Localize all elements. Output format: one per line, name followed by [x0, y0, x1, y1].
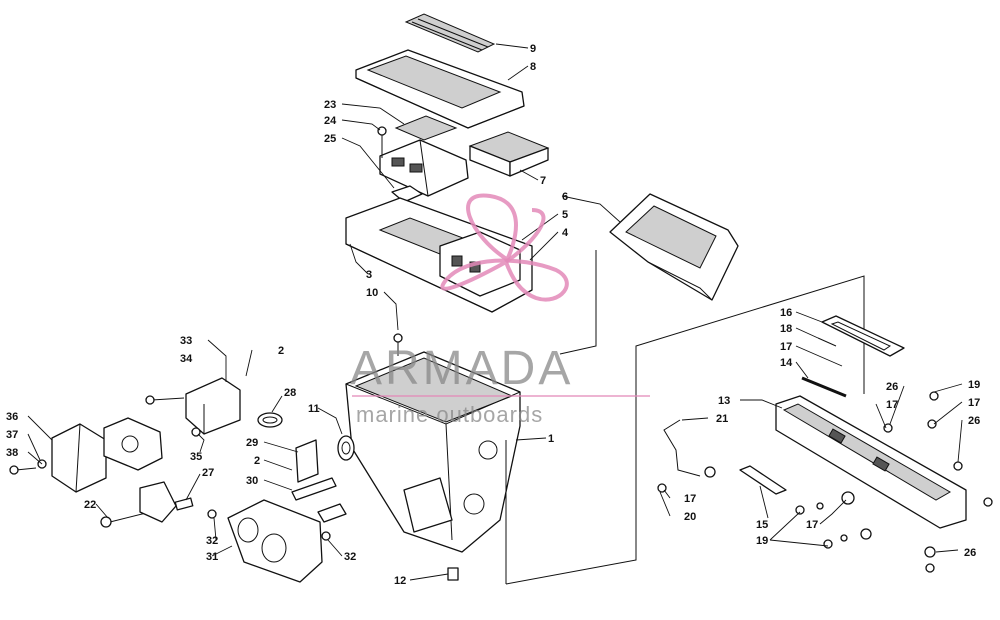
callout-26-top: 26 — [886, 381, 898, 393]
callout-labels: 9 8 23 24 25 7 6 5 4 3 10 33 34 2 28 11 … — [6, 43, 980, 587]
callout-32-right: 32 — [344, 551, 356, 563]
callout-14: 14 — [780, 357, 793, 369]
callout-34: 34 — [180, 353, 193, 365]
washer-assembly — [657, 391, 993, 573]
part-13-bracket-rail — [775, 395, 967, 529]
part-31-intake-housing — [227, 499, 323, 583]
callout-25: 25 — [324, 133, 336, 145]
part-15-bracket — [739, 465, 787, 495]
callout-2-lower: 2 — [254, 455, 260, 467]
callout-3: 3 — [366, 269, 372, 281]
callout-18: 18 — [780, 323, 792, 335]
callout-9: 9 — [530, 43, 536, 55]
part-14-rod — [801, 376, 847, 398]
callout-30: 30 — [246, 475, 258, 487]
watermark-tagline: marine outboards — [356, 402, 543, 427]
part-22-bolt — [100, 511, 151, 528]
callout-19-bottom: 19 — [756, 535, 768, 547]
callout-37: 37 — [6, 429, 18, 441]
mounting-flange — [139, 481, 177, 523]
leader-lines — [27, 43, 963, 581]
armada-logo-icon — [440, 193, 569, 302]
part-7-filter-element — [468, 131, 550, 177]
group-boundary-lines — [505, 250, 865, 585]
part-32-screw-b — [321, 531, 331, 541]
part-8-airbox-lid — [355, 49, 525, 129]
part-9-filter-screen — [404, 13, 496, 53]
callout-17-bottom: 17 — [806, 519, 818, 531]
callout-35: 35 — [190, 451, 202, 463]
callout-13: 13 — [718, 395, 730, 407]
callout-33: 33 — [180, 335, 192, 347]
callout-28: 28 — [284, 387, 296, 399]
carburetor-body — [103, 417, 163, 471]
callout-20: 20 — [684, 511, 696, 523]
part-28-clamp — [257, 412, 283, 428]
callout-31: 31 — [206, 551, 218, 563]
hose-clamp — [317, 503, 347, 523]
part-12-plug — [447, 567, 459, 581]
part-36-cover — [51, 423, 107, 493]
part-10-screw — [393, 333, 403, 356]
part-34-screw — [145, 395, 185, 405]
callout-17-right: 17 — [968, 397, 980, 409]
part-18-pin — [817, 337, 837, 347]
callout-4: 4 — [562, 227, 569, 239]
part-23-bracket-assembly — [379, 115, 469, 197]
callout-1: 1 — [548, 433, 554, 445]
callout-27: 27 — [202, 467, 214, 479]
callout-12: 12 — [394, 575, 406, 587]
part-30-plate — [291, 477, 337, 501]
callout-8: 8 — [530, 61, 536, 73]
watermark-brand: ARMADA — [350, 342, 573, 395]
callout-10: 10 — [366, 287, 378, 299]
callout-11: 11 — [308, 403, 320, 415]
part-27-spacer — [174, 497, 194, 511]
callout-6: 6 — [562, 191, 568, 203]
part-21-linkage — [663, 419, 701, 477]
callout-7: 7 — [540, 175, 546, 187]
part-32-screw-a — [207, 509, 217, 519]
part-29-plate — [295, 439, 319, 483]
callout-21: 21 — [716, 413, 728, 425]
callout-32-left: 32 — [206, 535, 218, 547]
callout-22: 22 — [84, 499, 96, 511]
part-6-silencer — [609, 193, 739, 301]
callout-29: 29 — [246, 437, 258, 449]
callout-17-lower: 17 — [684, 493, 696, 505]
callout-2-upper: 2 — [278, 345, 284, 357]
part-11-grommet — [337, 435, 355, 461]
part-38-screw — [9, 465, 37, 475]
callout-36: 36 — [6, 411, 18, 423]
callout-38: 38 — [6, 447, 18, 459]
callout-23: 23 — [324, 99, 336, 111]
callout-16: 16 — [780, 307, 792, 319]
part-24-screw — [377, 126, 387, 158]
callout-15: 15 — [756, 519, 768, 531]
watermark: ARMADA marine outboards — [350, 193, 650, 427]
callout-5: 5 — [562, 209, 568, 221]
callout-26-bottom: 26 — [964, 547, 976, 559]
part-16-gasket — [821, 315, 905, 357]
callout-17-mid: 17 — [886, 399, 898, 411]
part-1-main-airbox — [345, 351, 521, 553]
part-33-bracket — [185, 377, 241, 435]
callout-26-right: 26 — [968, 415, 980, 427]
callout-19-top: 19 — [968, 379, 980, 391]
callout-24: 24 — [324, 115, 337, 127]
callout-17-top: 17 — [780, 341, 792, 353]
